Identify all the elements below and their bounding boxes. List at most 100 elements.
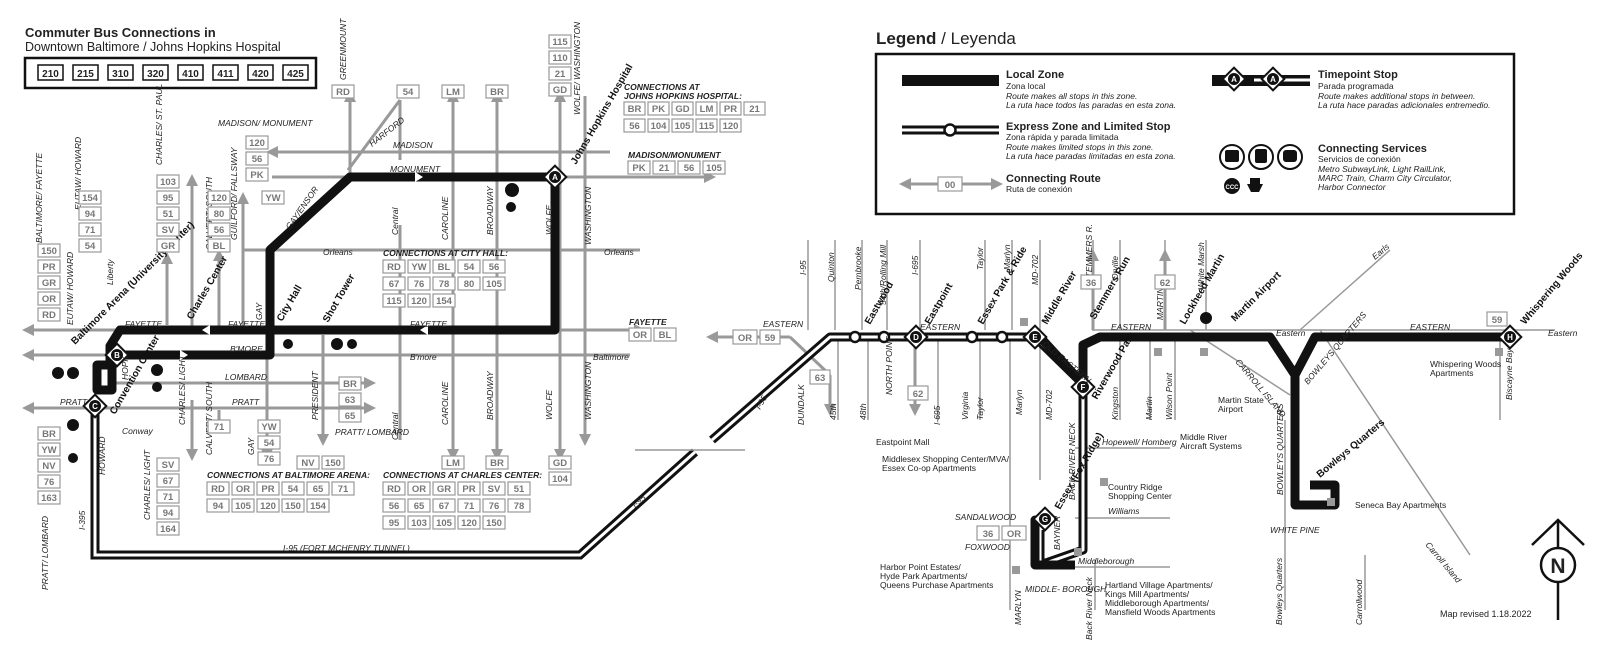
guilford-connection-route: YW [265, 193, 280, 204]
charles-connection-box [407, 481, 431, 496]
charles-stpaul-connection-route: 103 [160, 177, 176, 188]
city-hall-connection-box [407, 276, 431, 291]
north-label: N [1550, 555, 1565, 578]
street-bmore-2: B'more [410, 352, 437, 362]
street-lombard: LOMBARD [225, 372, 267, 382]
street-madison: MADISON [393, 140, 434, 150]
street-washington-2: WASHINGTON [583, 361, 593, 420]
svg-text:OR: OR [738, 333, 752, 344]
madison-left-connection-box [245, 151, 269, 166]
baltimore-fayette-connection-route: 150 [41, 246, 57, 257]
madison-left-connection-route: PK [250, 170, 263, 181]
city-hall-connection-route: RD [387, 262, 401, 273]
fayette-east-title: FAYETTE [629, 317, 667, 327]
president-connection-box [296, 455, 320, 470]
street-pratt-lombard-2: PRATT/ LOMBARD [40, 516, 50, 590]
title-block: Commuter Bus Connections in Downtown Bal… [23, 25, 318, 90]
street-eastern-6: EASTERN [1410, 322, 1451, 332]
arena-connection-box [306, 498, 330, 513]
place-harbor-point: Harbor Point Estates/Hyde Park Apartment… [880, 562, 993, 590]
stop-middle-river: Middle River [1040, 269, 1079, 326]
jhh-connection-route: PR [724, 104, 737, 115]
howard-connection-box [37, 426, 61, 441]
charles-connection-box [432, 481, 456, 496]
madison-left-connection-route: 56 [252, 154, 263, 165]
street-hopewell: Hopewell/ Homberg [1102, 437, 1177, 447]
legend-express-desc2: La ruta hace paradas limitadas en esta z… [1006, 151, 1176, 161]
svg-text:36: 36 [1086, 278, 1097, 289]
street-rolling-mill: 54th/Rolling Mill [878, 244, 888, 305]
legend-connect-title: Connecting Route [1006, 173, 1101, 185]
svg-text:F: F [1081, 383, 1086, 392]
charles-light-connection-route: 164 [160, 524, 177, 535]
circulator-icon [506, 202, 516, 212]
city-hall-connection-box [457, 276, 481, 291]
street-orleans: Orleans [323, 247, 354, 257]
legend-services-desc2: MARC Train, Charm City Circulator, [1318, 173, 1452, 183]
jhh-connection-route: 115 [699, 121, 715, 132]
street-baltimore-fayette: BALTIMORE/ FAYETTE [34, 152, 44, 243]
eutaw-connection-box [78, 206, 102, 221]
charles-connection-box [432, 515, 456, 530]
charles-connection-route: RD [387, 484, 401, 495]
street-sandalwood: SANDALWOOD [955, 512, 1016, 522]
jhh-connection-route: 105 [675, 121, 692, 132]
arena-connection-route: 94 [213, 501, 224, 512]
svg-text:A: A [1270, 75, 1276, 84]
charles-light-connection-route: SV [162, 460, 175, 471]
eutaw-connection-route: 71 [85, 225, 96, 236]
charles-light-connection-route: 94 [163, 508, 174, 519]
legend-timepoint-sub: Parada programada [1318, 81, 1394, 91]
arena-connection-box [331, 481, 355, 496]
jhh-connection-box [719, 101, 742, 116]
baltimore-fayette-connection-route: OR [42, 294, 56, 305]
city-hall-connection-route: 105 [486, 279, 503, 290]
charles-stpaul-connection-route: SV [162, 225, 175, 236]
arena-connection-route: PR [261, 484, 274, 495]
charles-light-connection-box [156, 505, 180, 520]
street-carroll-island-2: Carroll Island [1423, 540, 1463, 585]
street-charles-stpaul: CHARLES/ ST. PAUL [154, 83, 164, 165]
fayette-connection-box [653, 327, 677, 342]
stop-shot-tower: Shot Tower [321, 272, 357, 324]
city-hall-connection-route: 115 [386, 296, 402, 307]
city-hall-connection-route: 56 [489, 262, 500, 273]
east-route-boxes: OR 59 63 62 36 62 59 36 OR [732, 274, 1508, 541]
city-hall-connection-route: 78 [439, 279, 450, 290]
east-limited-stops [848, 330, 1009, 344]
street-pratt-2: PRATT [232, 397, 260, 407]
subway-icon [1219, 144, 1245, 170]
madison-left-connection-route: 120 [249, 138, 265, 149]
wolfe-south-connection-box [548, 455, 572, 470]
jhh-connection-box [623, 101, 646, 116]
legend-heading-es: / Leyenda [936, 29, 1016, 48]
street-middleborough: Middleborough [1078, 556, 1135, 566]
broadway-south-connection-route: BR [490, 458, 504, 469]
circulator-icon [347, 339, 357, 349]
charles-connection-route: 76 [489, 501, 500, 512]
madison-monument-connection-route: 105 [706, 163, 723, 174]
street-wolfe-2: WOLFE [544, 389, 554, 420]
jhh-connection-box [695, 101, 718, 116]
baltimore-fayette-connection-route: RD [42, 310, 56, 321]
street-wolfe: WOLFE [544, 204, 554, 235]
street-kingston: Kingston [1110, 387, 1120, 420]
subway-icon [52, 367, 64, 379]
street-bmore: B'MORE [230, 344, 263, 354]
jhh-connection-box [743, 101, 766, 116]
limited-stop-icon [943, 123, 957, 137]
president-connection-route: NV [301, 458, 315, 469]
charles-connection-route: 150 [486, 518, 502, 529]
local-zone-swatch [902, 75, 999, 86]
arena-connection-box [231, 498, 255, 513]
wolfe-connection-route: 21 [555, 69, 566, 80]
arena-connections-title: CONNECTIONS AT BALTIMORE ARENA: [207, 470, 370, 480]
charles-stpaul-connection-box [156, 206, 180, 221]
circulator-icon [152, 382, 162, 392]
street-marlyn-3: MARLYN [1013, 589, 1023, 625]
commuter-route-box [107, 64, 134, 81]
street-broadway-2: BROADWAY [485, 370, 495, 420]
city-hall-connection-route: 54 [464, 262, 475, 273]
